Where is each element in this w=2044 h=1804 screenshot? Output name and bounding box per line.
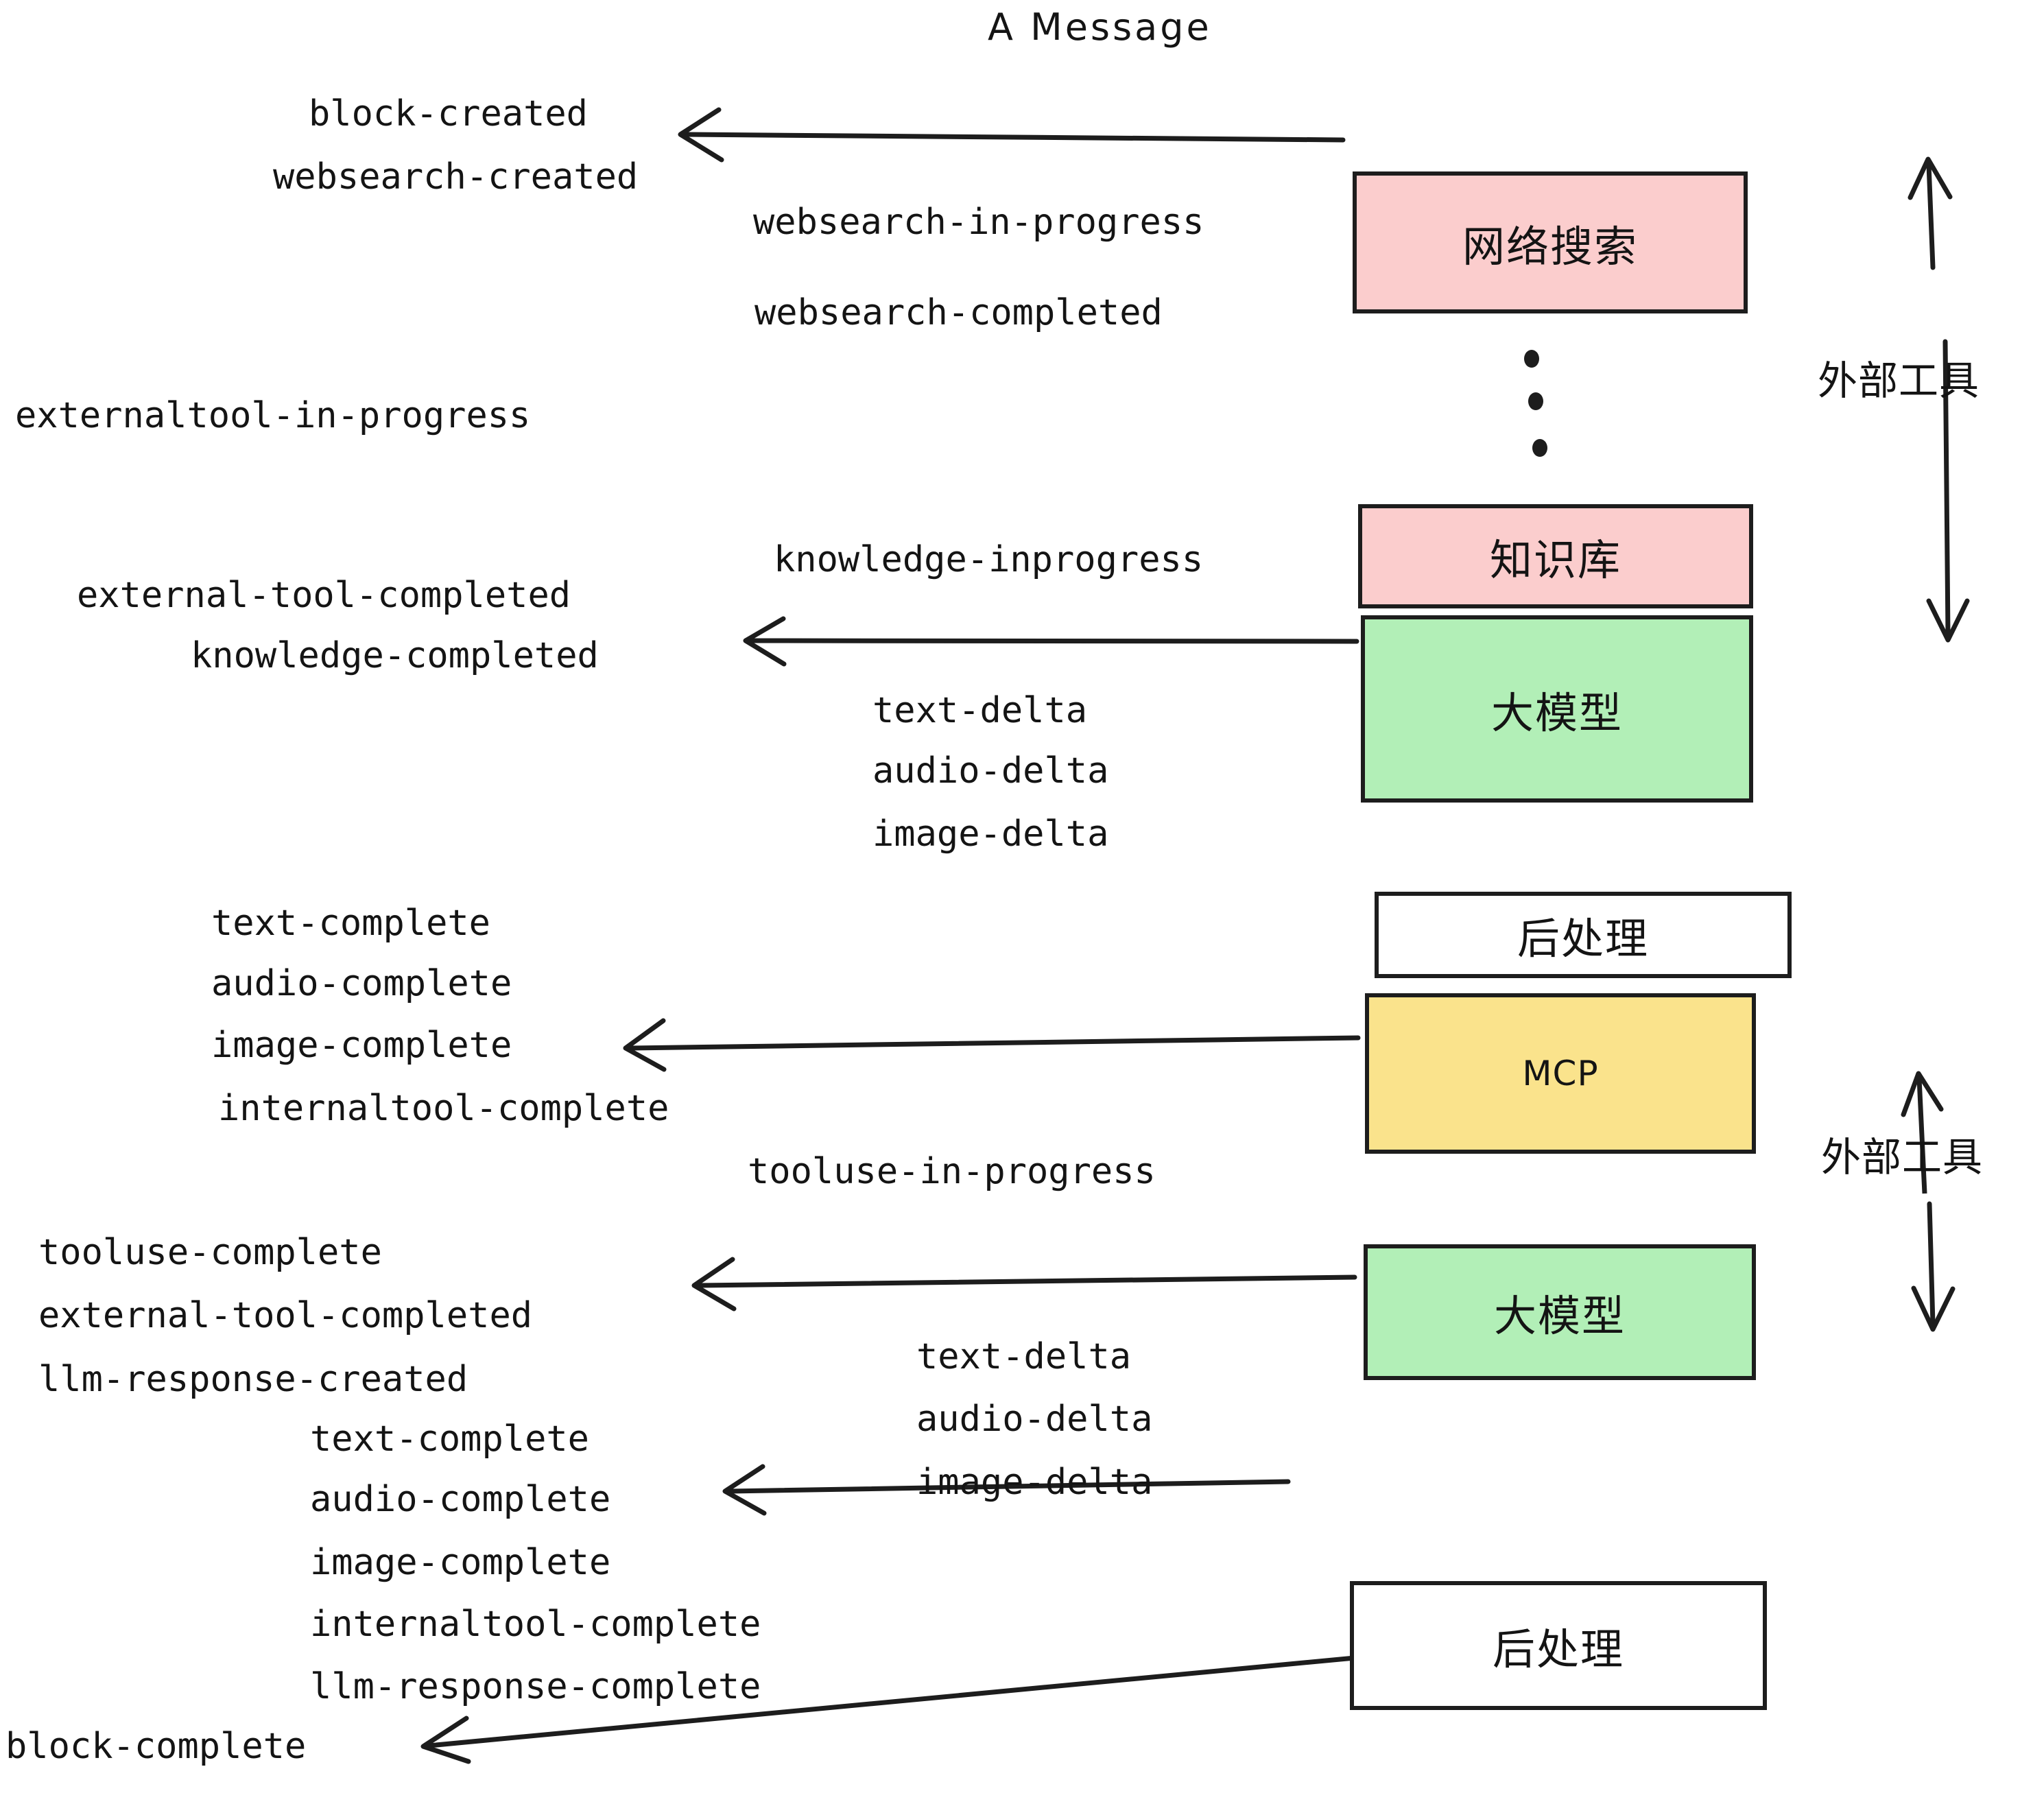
event-label-text-delta-1: text-delta (872, 690, 1088, 731)
node-label-mcp: MCP (1522, 1054, 1599, 1093)
event-label-block-complete: block-complete (5, 1726, 307, 1767)
node-label-postprocessing-1: 后处理 (1517, 914, 1649, 964)
arrow-knowledge-to-events (743, 616, 1359, 667)
node-box-websearch[interactable]: 网络搜索 (1353, 171, 1748, 313)
event-label-text-complete-1: text-complete (211, 903, 490, 944)
arrow-mcp-to-events (691, 1257, 1357, 1312)
event-label-image-delta-1: image-delta (872, 814, 1109, 855)
arrow-postprocessing-to-events (623, 1018, 1361, 1072)
event-label-llm-response-created: llm-response-created (38, 1359, 468, 1400)
node-box-llm-2[interactable]: 大模型 (1364, 1244, 1756, 1380)
node-box-knowledge[interactable]: 知识库 (1358, 504, 1753, 608)
event-label-tooluse-in-progress: tooluse-in-progress (748, 1151, 1156, 1192)
event-label-text-delta-2: text-delta (916, 1336, 1132, 1377)
node-box-mcp[interactable]: MCP (1365, 993, 1756, 1154)
event-label-tooluse-complete: tooluse-complete (38, 1232, 382, 1273)
ellipsis-dot-1 (1524, 350, 1539, 368)
node-label-knowledge: 知识库 (1489, 535, 1621, 585)
event-label-audio-delta-1: audio-delta (872, 750, 1109, 792)
node-label-llm-1: 大模型 (1490, 687, 1623, 738)
arrow-postprocessing2-to-block-complete (420, 1655, 1357, 1764)
ellipsis-dot-3 (1532, 439, 1547, 457)
node-box-postprocessing-2[interactable]: 后处理 (1350, 1581, 1767, 1710)
node-label-websearch: 网络搜索 (1462, 221, 1638, 272)
side-label-external-tools-top: 外部工具 (1818, 357, 1980, 404)
event-label-externaltool-in-progress: externaltool-in-progress (15, 395, 531, 436)
arrow-llm2-to-events (722, 1464, 1291, 1516)
event-label-websearch-in-progress: websearch-in-progress (753, 202, 1204, 243)
node-box-llm-1[interactable]: 大模型 (1361, 615, 1753, 803)
event-label-text-complete-2: text-complete (310, 1419, 589, 1460)
event-label-image-complete-2: image-complete (310, 1542, 611, 1583)
event-label-external-tool-completed-2: external-tool-completed (38, 1295, 533, 1336)
event-label-knowledge-completed: knowledge-completed (191, 635, 599, 676)
event-label-internaltool-complete-2: internaltool-complete (310, 1604, 761, 1645)
arrow-websearch-to-events (678, 107, 1346, 163)
event-label-block-created: block-created (309, 93, 588, 134)
ellipsis-dot-2 (1528, 392, 1543, 410)
arrow-external-tools-top (1908, 156, 1970, 643)
event-label-audio-complete-2: audio-complete (310, 1479, 611, 1520)
event-label-image-delta-2: image-delta (916, 1462, 1153, 1503)
event-label-websearch-created: websearch-created (273, 156, 639, 198)
event-label-image-complete-1: image-complete (211, 1025, 512, 1066)
event-label-websearch-completed: websearch-completed (754, 292, 1163, 333)
node-label-llm-2: 大模型 (1493, 1291, 1626, 1341)
node-box-postprocessing-1[interactable]: 后处理 (1375, 892, 1792, 978)
side-label-external-tools-bottom: 外部工具 (1821, 1134, 1984, 1180)
event-label-llm-response-complete: llm-response-complete (310, 1666, 761, 1707)
event-label-audio-delta-2: audio-delta (916, 1399, 1153, 1440)
event-label-external-tool-completed: external-tool-completed (77, 575, 571, 616)
diagram-title: A Message (988, 5, 1212, 49)
event-label-audio-complete-1: audio-complete (211, 963, 512, 1004)
event-label-internaltool-complete-1: internaltool-complete (218, 1088, 669, 1129)
arrow-external-tools-bottom (1901, 1071, 1956, 1332)
node-label-postprocessing-2: 后处理 (1492, 1624, 1624, 1674)
event-label-knowledge-inprogress: knowledge-inprogress (774, 539, 1204, 580)
